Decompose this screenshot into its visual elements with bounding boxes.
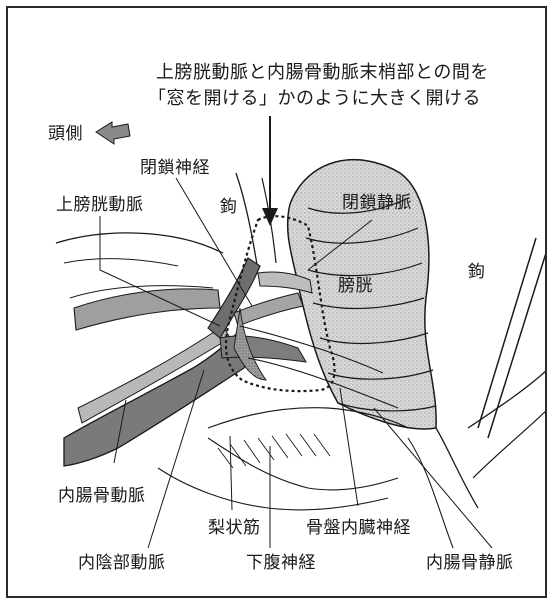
arrow-left-icon <box>95 121 131 145</box>
hook-left-shape <box>235 172 259 271</box>
label-internal-iliac-vein: 内腸骨静脈 <box>426 553 514 573</box>
caption-line-1: 上膀胱動脈と内腸骨動脈末梢部との間を <box>156 62 489 83</box>
superior-vesical-artery-shape <box>207 257 261 339</box>
label-piriformis: 梨状筋 <box>208 518 261 538</box>
label-hypogastric-nerve: 下腹神経 <box>246 553 316 573</box>
label-superior-vesical-artery: 上膀胱動脈 <box>56 195 144 215</box>
label-hook-left: 鉤 <box>220 197 238 217</box>
caption-line-2: 「窓を開ける」かのように大きく開ける <box>148 88 481 109</box>
orientation-label: 頭側 <box>48 124 83 144</box>
label-bladder: 膀胱 <box>338 276 373 296</box>
bladder-shape <box>286 158 437 430</box>
figure-frame: 上膀胱動脈と内腸骨動脈末梢部との間を 「窓を開ける」かのように大きく開ける 頭側… <box>6 6 547 598</box>
label-obturator-vein: 閉鎖静脈 <box>342 193 412 213</box>
hook-right-shape <box>477 237 537 429</box>
label-internal-pudendal-artery: 内陰部動脈 <box>78 553 166 573</box>
label-obturator-nerve: 閉鎖神経 <box>140 158 210 178</box>
anatomy-illustration <box>55 116 545 549</box>
label-pelvic-splanchnic-nerve: 骨盤内臓神経 <box>306 518 411 538</box>
label-hook-right: 鉤 <box>468 262 486 282</box>
label-internal-iliac-artery: 内腸骨動脈 <box>58 486 146 506</box>
